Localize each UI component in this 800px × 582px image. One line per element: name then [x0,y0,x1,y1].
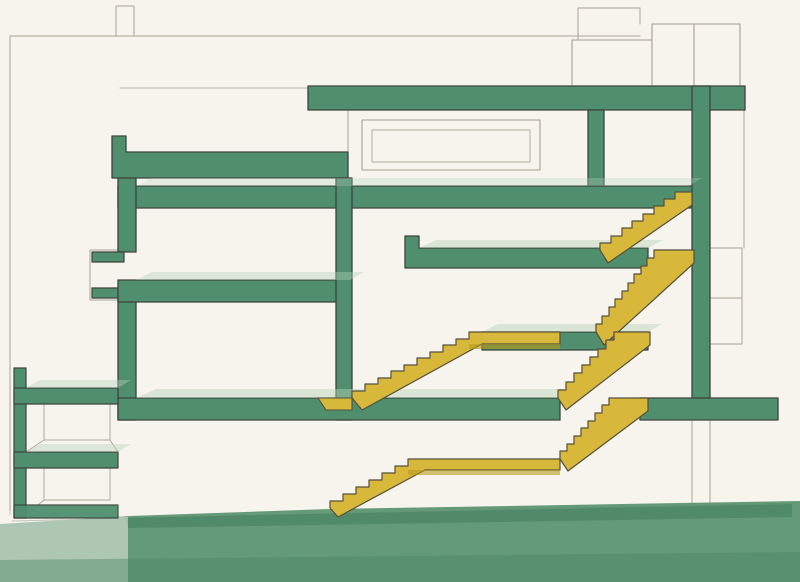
ground-left-light-patch [0,510,128,582]
ground-wash-dark-streak [125,504,792,528]
penthouse-outline [571,23,741,87]
annex-depth-upper [25,393,119,453]
mezzanine-slab [404,235,649,269]
clerestory-window-inner [371,129,531,163]
top-small-box [115,5,135,37]
stairs [317,191,695,518]
annex-roof-slab [13,387,119,405]
roof-slab-left [111,135,349,179]
left-wall-upper [117,177,137,253]
stair-soffit-main [469,344,560,349]
ground-wash [0,501,800,582]
right-wall [691,85,711,399]
stair-soffit-ground [408,470,560,475]
upper-floor-slab [117,185,696,209]
sheet-border-line [9,35,641,516]
stair-lower-flight [559,397,649,472]
right-balcony-slab [639,397,779,421]
stair-mezzanine-flight [595,249,695,346]
left-bay-slab-top [91,251,125,263]
clerestory-window-outer [361,119,541,171]
tint-annex-roof [26,380,131,388]
stair-mid-flight [557,331,651,411]
tint-annex-mid [26,444,131,452]
stair-main-run [351,331,561,411]
right-facade-boxes [709,109,745,345]
annex-mid-slab [13,451,119,469]
tint-mid-left-floor [136,272,364,280]
stair-left-landing [317,397,353,411]
ground-bottom-band [0,552,800,582]
annex-base-slab [13,504,119,519]
tint-half-landing [482,324,662,332]
clerestory-column [587,109,605,187]
penthouse-upper-box [577,7,641,41]
roof-slab-top [307,85,746,111]
center-wall [335,177,353,421]
mid-left-slab [117,279,351,303]
tint-upper-floor [136,178,702,186]
green-structure [13,85,779,519]
stair-upper-flight [599,191,693,264]
